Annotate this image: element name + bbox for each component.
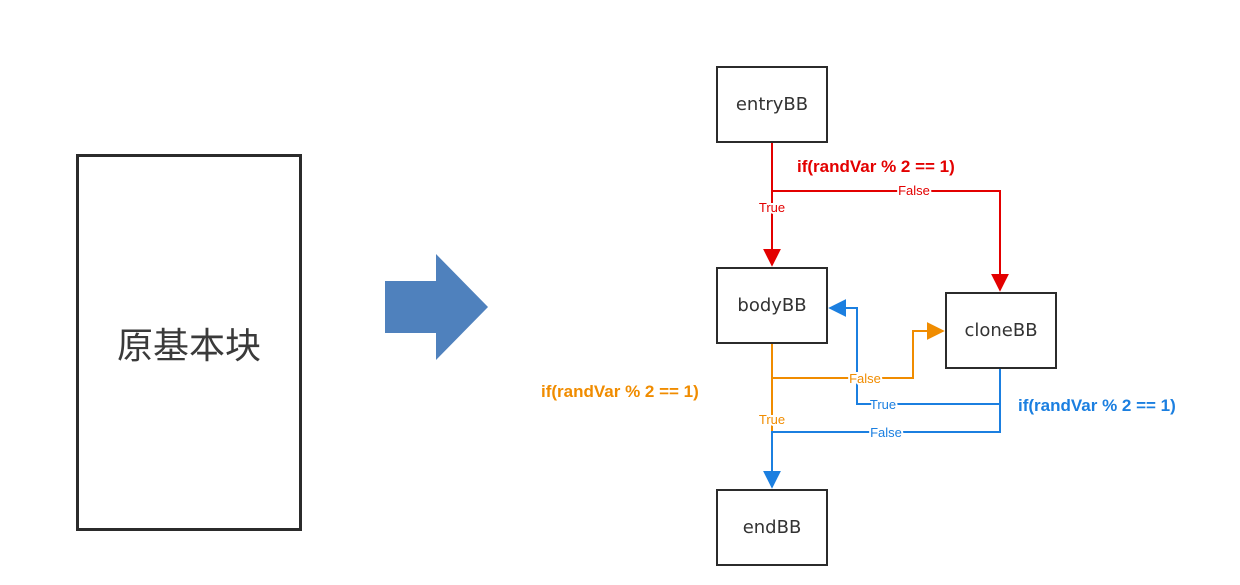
clone-true-edge bbox=[828, 299, 1001, 405]
clone-false-edge bbox=[763, 404, 1001, 489]
end-block: endBB bbox=[716, 489, 828, 566]
entry-false-edge bbox=[772, 190, 1009, 292]
transform-arrow-icon bbox=[385, 254, 488, 360]
body-condition-label: if(randVar % 2 == 1) bbox=[541, 382, 699, 401]
end-block-label: endBB bbox=[742, 517, 802, 538]
original-block-label: 原基本块 bbox=[116, 325, 261, 367]
entry-condition-label: if(randVar % 2 == 1) bbox=[797, 157, 955, 176]
clone-true-label: True bbox=[870, 397, 896, 412]
entry-true-label: True bbox=[759, 200, 785, 215]
original-block: 原基本块 bbox=[76, 154, 302, 531]
body-edges bbox=[771, 322, 945, 433]
body-true-label: True bbox=[759, 412, 785, 427]
body-false-edge bbox=[771, 322, 945, 379]
clone-false-label: False bbox=[870, 425, 902, 440]
clone-edges bbox=[763, 299, 1001, 489]
clone-block-label: cloneBB bbox=[964, 320, 1038, 341]
clone-condition-label: if(randVar % 2 == 1) bbox=[1018, 396, 1176, 415]
entry-block: entryBB bbox=[716, 66, 828, 143]
entry-edges bbox=[763, 143, 1009, 292]
entry-false-label: False bbox=[898, 183, 930, 198]
clone-block: cloneBB bbox=[945, 292, 1057, 369]
body-block-label: bodyBB bbox=[737, 295, 807, 316]
entry-block-label: entryBB bbox=[735, 94, 809, 115]
body-false-label: False bbox=[849, 371, 881, 386]
body-block: bodyBB bbox=[716, 267, 828, 344]
